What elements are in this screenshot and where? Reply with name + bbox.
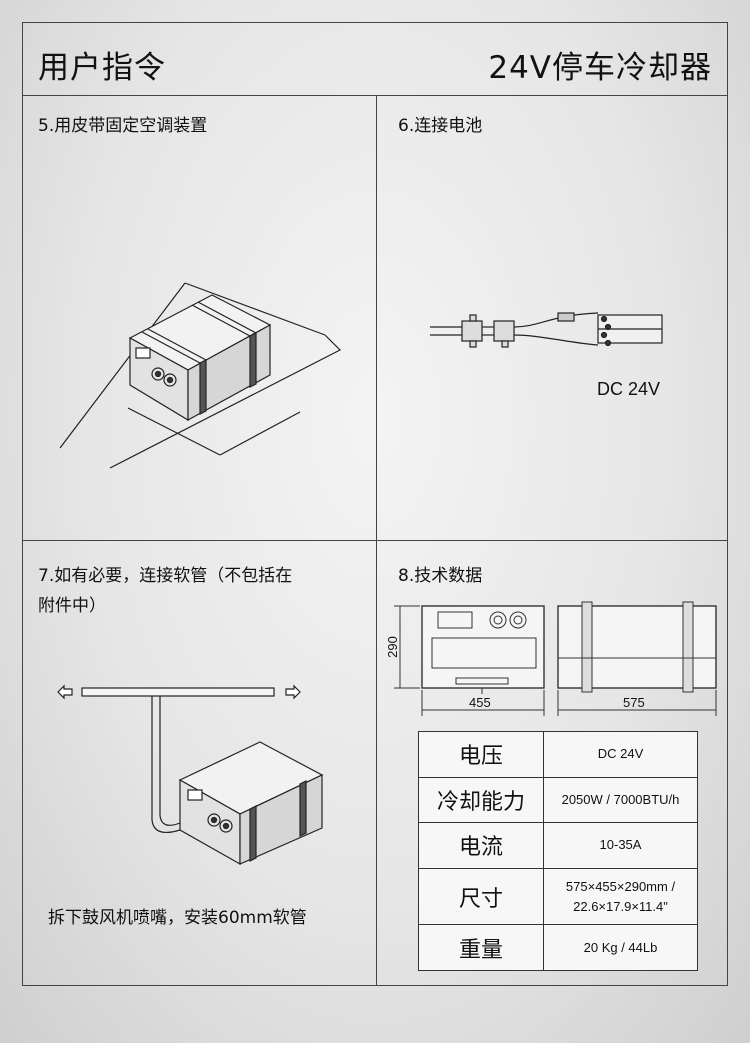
- spec-value: 575×455×290mm / 22.6×17.9×11.4": [543, 867, 698, 926]
- spec-label: 尺寸: [418, 867, 544, 926]
- spec-value: DC 24V: [543, 731, 698, 778]
- spec-row-voltage: 电压 DC 24V: [418, 731, 698, 778]
- battery-wiring-illustration: [430, 312, 663, 348]
- step-7-title-line1: 7.如有必要，连接软管（不包括在: [38, 566, 293, 586]
- page-title: 用户指令: [38, 50, 166, 86]
- spec-label: 重量: [418, 924, 544, 971]
- dim-height: 290: [384, 636, 400, 658]
- voltage-label: DC 24V: [597, 379, 661, 399]
- spec-value-line2: 22.6×17.9×11.4": [573, 898, 668, 914]
- spec-row-size: 尺寸 575×455×290mm / 22.6×17.9×11.4": [418, 867, 698, 926]
- spec-value-line1: 575×455×290mm /: [565, 878, 676, 894]
- dim-length: 575: [623, 695, 645, 710]
- column-divider: [376, 95, 377, 986]
- spec-label: 电流: [418, 822, 544, 869]
- step-8-title: 8.技术数据: [398, 566, 483, 586]
- middle-divider: [22, 540, 728, 541]
- spec-label: 冷却能力: [418, 776, 544, 824]
- spec-value: 2050W / 7000BTU/h: [543, 776, 698, 824]
- hose-connection-illustration: [57, 684, 324, 866]
- header-divider: [22, 95, 728, 96]
- step-7-title-line2: 附件中）: [38, 596, 106, 616]
- spec-table: 电压 DC 24V 冷却能力 2050W / 7000BTU/h 电流 10-3…: [418, 731, 698, 971]
- spec-value: 10-35A: [543, 822, 698, 869]
- product-name: 24V停车冷却器: [488, 50, 712, 86]
- unit-on-roof-illustration: [59, 282, 342, 469]
- spec-row-weight: 重量 20 Kg / 44Lb: [418, 924, 698, 971]
- spec-label: 电压: [418, 731, 544, 778]
- dimension-drawing: [394, 601, 717, 716]
- dim-width: 455: [469, 695, 491, 710]
- spec-row-cooling: 冷却能力 2050W / 7000BTU/h: [418, 776, 698, 824]
- step-7-note: 拆下鼓风机喷嘴，安装60mm软管: [48, 908, 307, 928]
- spec-value: 20 Kg / 44Lb: [543, 924, 698, 971]
- page-frame: [22, 22, 728, 986]
- step-5-title: 5.用皮带固定空调装置: [38, 116, 208, 136]
- step-6-title: 6.连接电池: [398, 116, 483, 136]
- spec-row-current: 电流 10-35A: [418, 822, 698, 869]
